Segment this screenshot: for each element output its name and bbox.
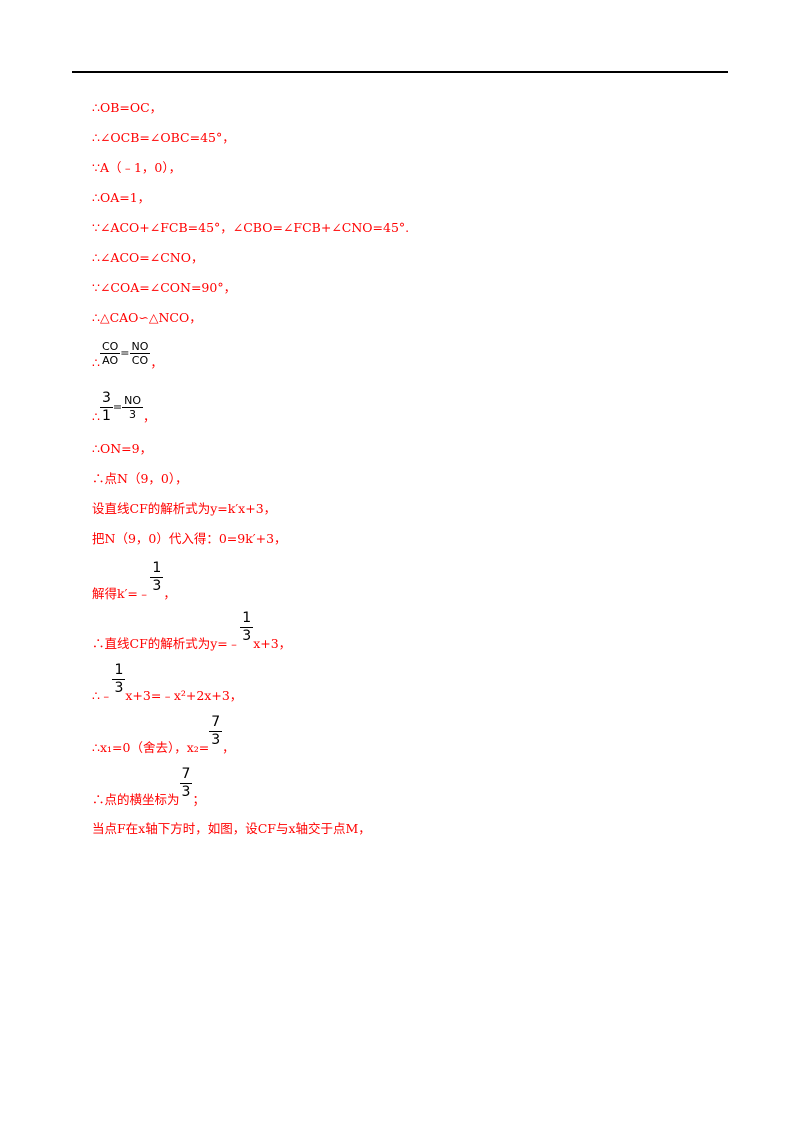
text-line: ∵∠ACO+∠FCB=45°，∠CBO=∠FCB+∠CNO=45°. [92, 220, 410, 235]
text-line: ∴OB=OC， [92, 100, 163, 115]
text-line: 设直线CF的解析式为y=k′x+3， [92, 501, 277, 516]
header-rule [72, 71, 728, 73]
therefore-symbol: ∴ [92, 355, 100, 370]
text-line: 当点F在x轴下方时，如图，设CF与x轴交于点M， [92, 821, 371, 836]
text-line: 把N（9，0）代入得：0=9k′+3， [92, 531, 287, 546]
text-line: ∴△CAO∽△NCO， [92, 310, 202, 325]
therefore-symbol: ∴ [92, 409, 100, 424]
text-line: ∴∠OCB=∠OBC=45°， [92, 130, 235, 145]
text-line: ∴OA=1， [92, 190, 151, 205]
text-line: ∴点N（9，0）， [92, 471, 188, 486]
text-line: ∵∠COA=∠CON=90°， [92, 280, 237, 295]
text-line: ∵A（﹣1，0）， [92, 160, 182, 175]
text-line: ∴∠ACO=∠CNO， [92, 250, 204, 265]
text-line: ∴ON=9， [92, 441, 153, 456]
